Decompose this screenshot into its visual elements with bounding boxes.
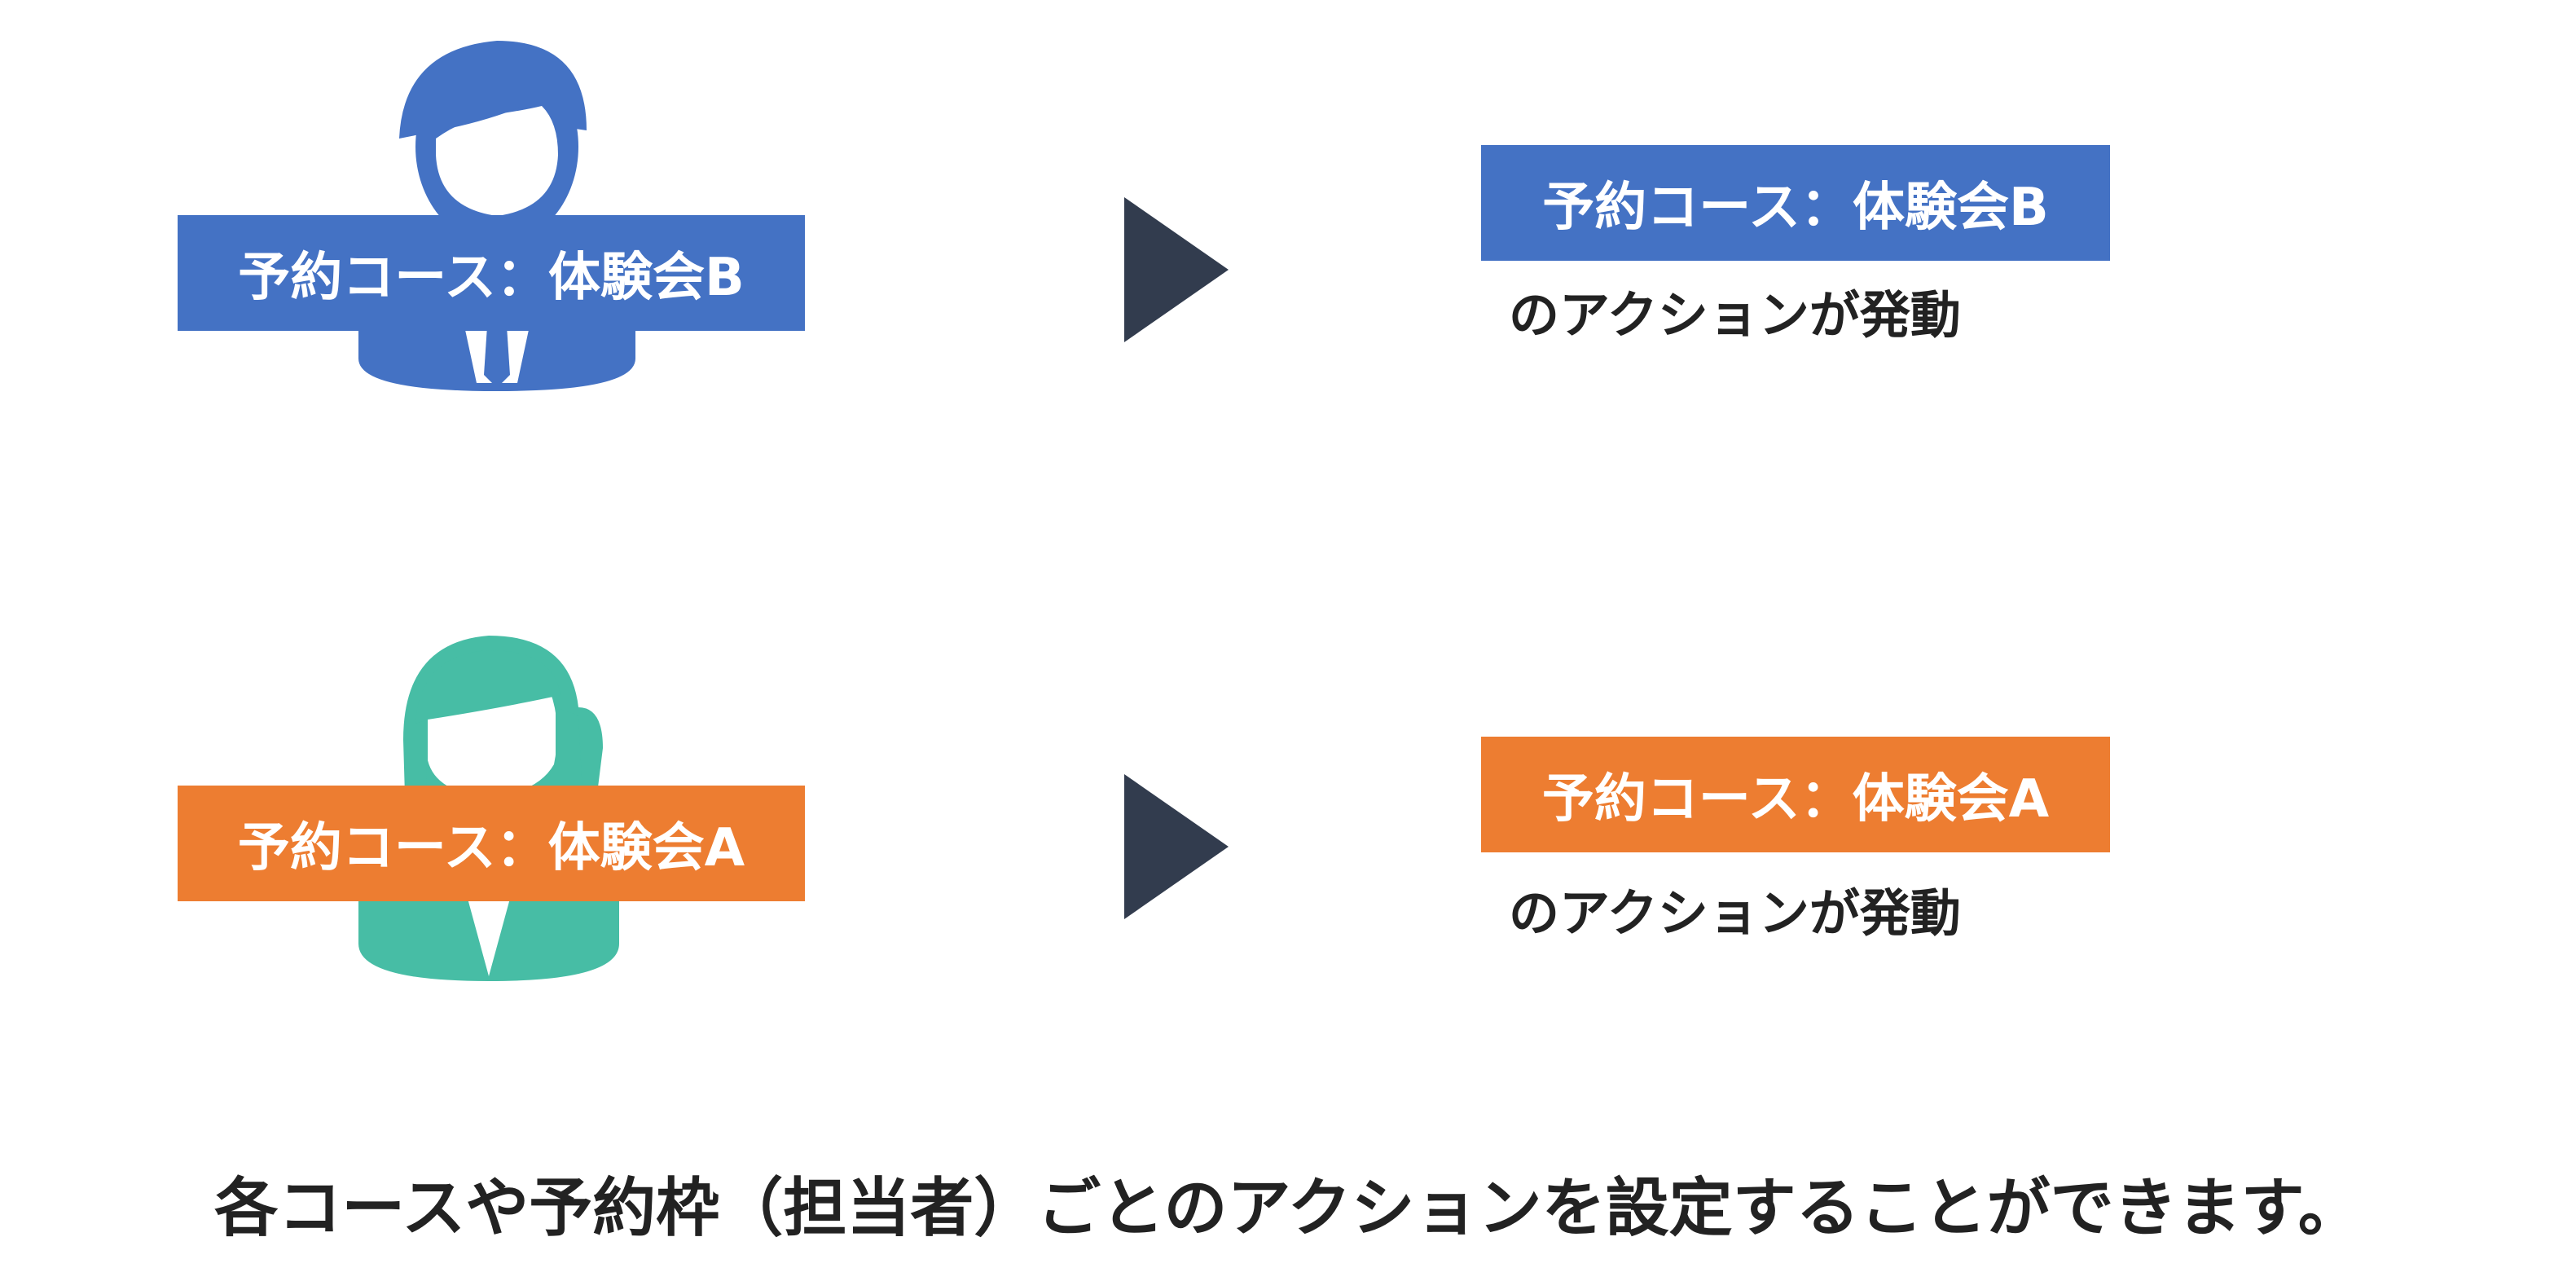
right-arrow-icon (1124, 197, 1229, 342)
right-arrow-icon (1124, 774, 1229, 919)
action-trigger-text: のアクションが発動 (1509, 285, 1961, 345)
male-person-icon (358, 41, 635, 391)
person-course-label-b: 予約コース：体験会B (178, 215, 805, 331)
action-course-label-a: 予約コース：体験会A (1481, 737, 2110, 852)
caption-text: 各コースや予約枠（担当者）ごとのアクションを設定することができます。 (214, 1172, 2362, 1245)
action-trigger-text: のアクションが発動 (1509, 883, 1961, 943)
action-course-label-b: 予約コース：体験会B (1481, 145, 2110, 261)
person-course-label-a: 予約コース：体験会A (178, 786, 805, 901)
